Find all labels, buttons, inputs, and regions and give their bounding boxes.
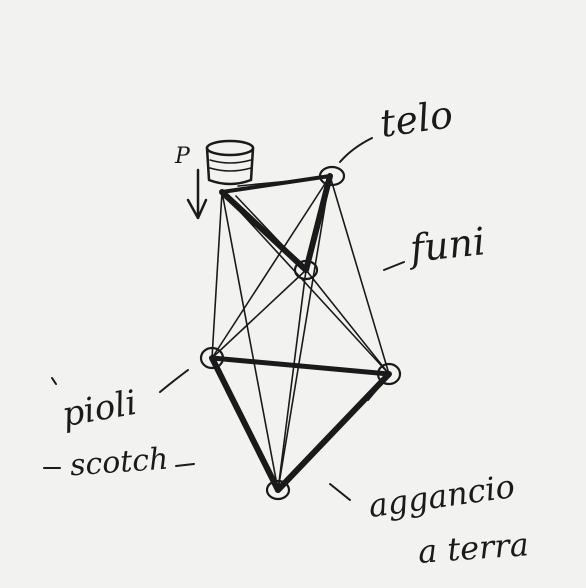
load-weight bbox=[207, 141, 253, 184]
label-scotch: scotch bbox=[69, 445, 169, 482]
leader-aggancio bbox=[330, 484, 350, 500]
leader-telo bbox=[340, 138, 372, 162]
strut-middle bbox=[212, 358, 389, 374]
label-telo: telo bbox=[378, 95, 455, 143]
cables bbox=[212, 176, 389, 490]
dash-scotch-right bbox=[176, 464, 194, 466]
load-label: P bbox=[175, 146, 190, 168]
strut-top-right bbox=[306, 176, 330, 270]
tick-pioli bbox=[52, 378, 56, 384]
load-arrow bbox=[188, 170, 206, 218]
leader-funi bbox=[384, 262, 404, 270]
label-terra: a terra bbox=[417, 528, 530, 568]
strut-bottom-left bbox=[212, 358, 278, 490]
joints bbox=[201, 167, 400, 499]
label-funi: funi bbox=[408, 222, 487, 268]
leader-pioli bbox=[160, 370, 188, 392]
